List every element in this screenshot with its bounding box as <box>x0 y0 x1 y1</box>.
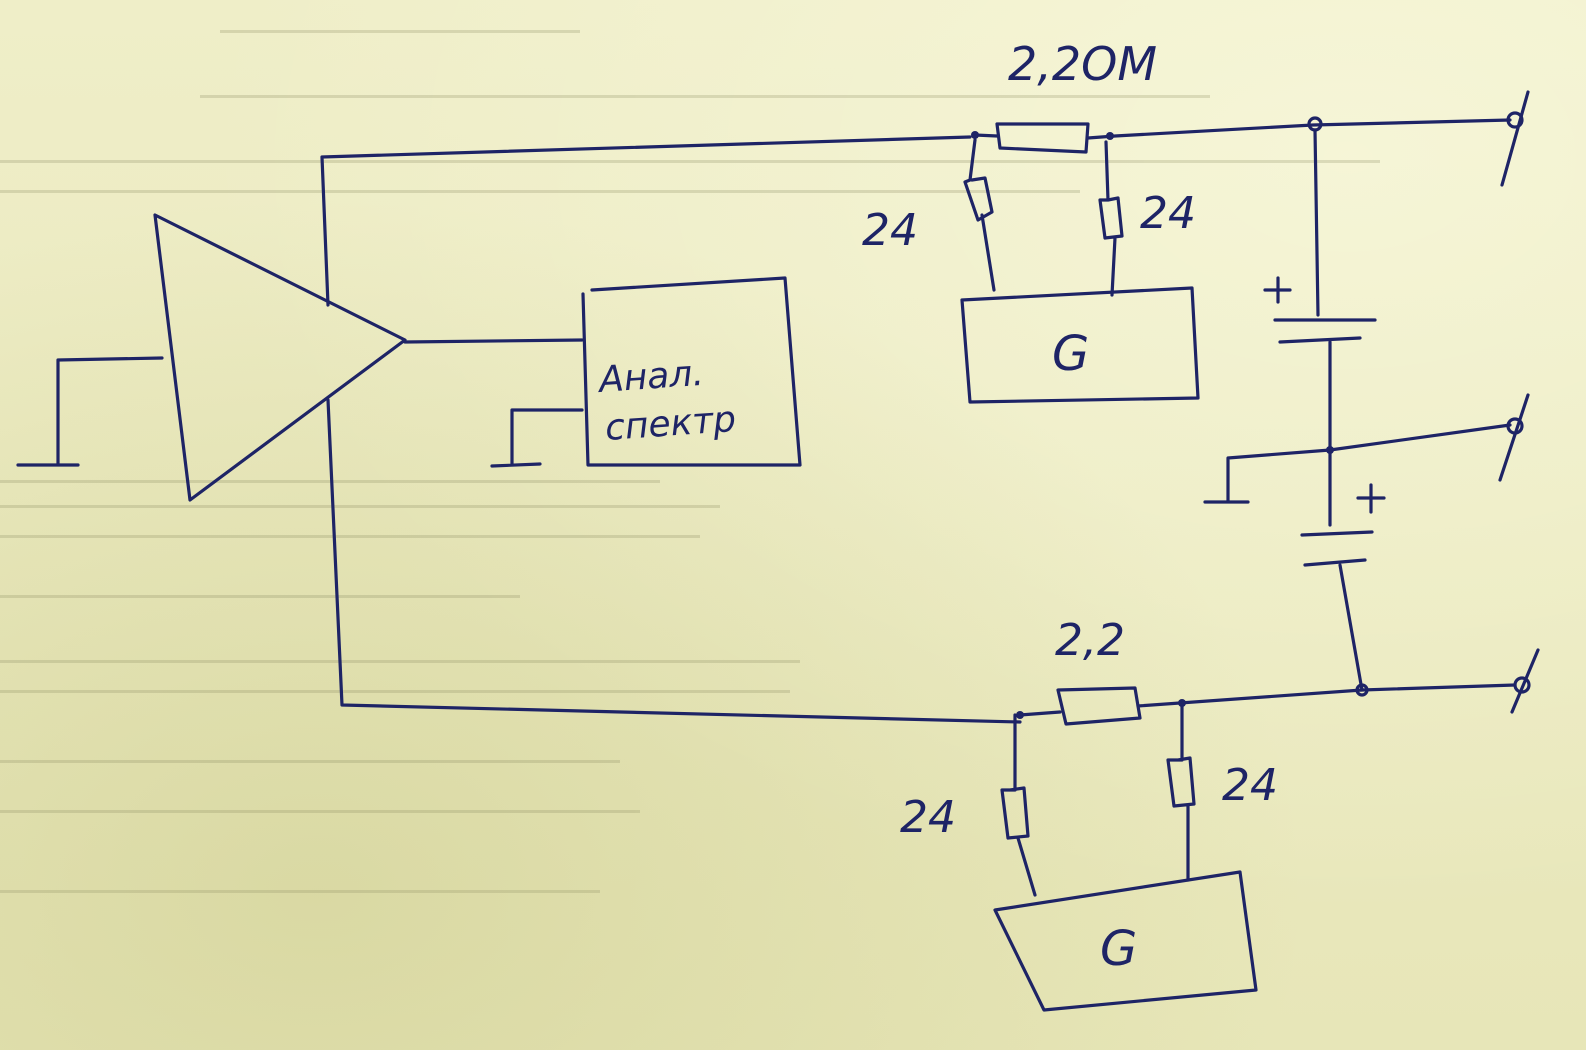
bottom-generator-label: G <box>1100 921 1137 977</box>
capacitor-top-plus <box>1263 276 1292 304</box>
bottom-junction <box>1355 683 1369 697</box>
mid-ground <box>1203 448 1332 504</box>
top-node-right <box>1106 132 1114 140</box>
top-resistor-label: 2,2ОМ <box>1008 37 1157 91</box>
top-resistor-24-right <box>1098 140 1124 297</box>
top-generator-label: G <box>1052 326 1089 382</box>
top-resistor-24-right-label: 24 <box>1140 188 1196 239</box>
top-resistor-2.2ohm <box>995 122 1090 154</box>
bottom-node-left <box>1016 711 1024 719</box>
bottom-resistor-leads <box>1018 683 1517 717</box>
mid-output-wire <box>1328 423 1512 452</box>
top-resistor-24-left <box>963 138 996 292</box>
capacitor-bottom-plate1 <box>1300 530 1374 537</box>
bleed-through-texture <box>0 30 1380 893</box>
top-resistor-24-left-label: 24 <box>862 205 918 256</box>
bottom-generator-box <box>993 870 1258 1012</box>
bottom-resistor-24-right-label: 24 <box>1222 760 1278 811</box>
bottom-resistor-label: 2,2 <box>1055 615 1125 666</box>
right-vertical-wire-top <box>1313 128 1320 317</box>
capacitor-bottom-plus <box>1356 483 1386 514</box>
amplifier-triangle <box>153 213 407 502</box>
amp-input-ground <box>16 356 164 467</box>
capacitor-bottom-plate2 <box>1303 558 1367 567</box>
analyzer-ground <box>490 408 584 468</box>
top-generator-box <box>960 286 1200 404</box>
bottom-resistor-2.2 <box>1056 686 1142 726</box>
output-terminal-mid <box>1498 393 1530 482</box>
output-terminal-bottom <box>1510 648 1540 714</box>
bottom-rail-wire <box>326 398 1022 724</box>
right-vertical-wire-bottom <box>1338 563 1364 692</box>
output-terminal-top <box>1500 90 1530 187</box>
bottom-resistor-24-left-label: 24 <box>900 792 956 843</box>
capacitor-top-plate2 <box>1278 336 1362 344</box>
bottom-node-right <box>1178 699 1186 707</box>
bottom-resistor-24-left <box>1000 713 1037 897</box>
spectrum-analyzer-box <box>581 276 802 467</box>
top-node-left <box>971 131 979 139</box>
bottom-resistor-24-right <box>1166 703 1196 882</box>
amp-output-wire <box>403 338 584 344</box>
analyzer-label-line2: спектр <box>604 399 738 449</box>
top-rail-wire <box>320 135 972 307</box>
analyzer-label-line1: Анал. <box>596 353 705 401</box>
